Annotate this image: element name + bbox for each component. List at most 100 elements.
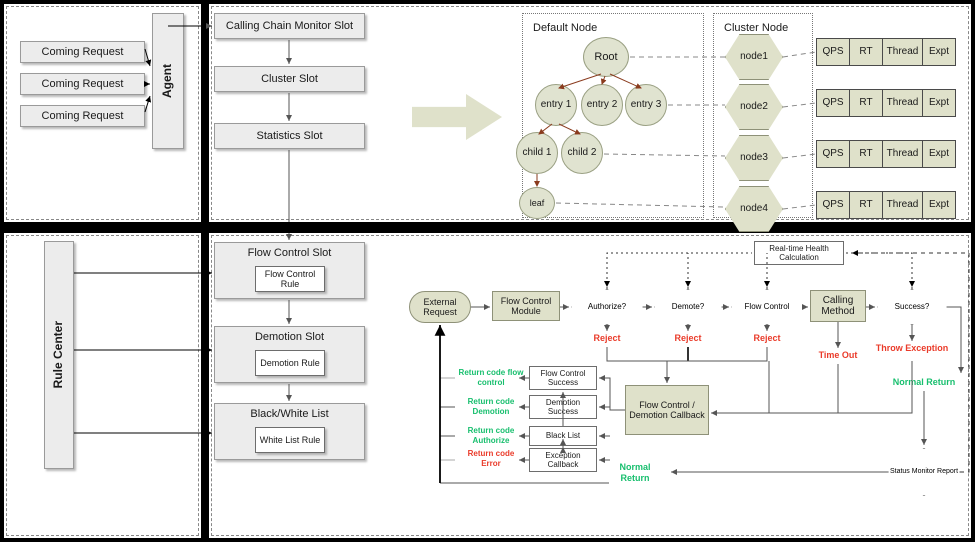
metric-cell-rt: RT	[849, 38, 883, 66]
default-node-title: Default Node	[533, 22, 598, 34]
cluster-node-2-label: node2	[740, 101, 768, 113]
metric-cell-thread-label: Thread	[886, 148, 919, 160]
cluster-node-3: node3	[725, 135, 783, 181]
slot-calling-chain-monitor: Calling Chain Monitor Slot	[214, 13, 365, 39]
metric-row-3: QPS RT Thread Expt	[816, 140, 956, 168]
slot-black-white-list-title: Black/White List	[250, 408, 329, 420]
coming-request-1-label: Coming Request	[41, 45, 124, 58]
health-calculation-node: Real-time Health Calculation	[754, 241, 844, 265]
box-black-list: Black List	[529, 426, 597, 446]
metric-cell-rt: RT	[849, 191, 883, 219]
metric-cell-thread: Thread	[882, 140, 923, 168]
metric-cell-thread-label: Thread	[886, 199, 919, 211]
decision-authorize: Authorize?	[571, 289, 643, 325]
metric-cell-thread: Thread	[882, 38, 923, 66]
metric-cell-thread-label: Thread	[886, 46, 919, 58]
decision-flow-control-label: Flow Control	[744, 301, 790, 311]
rule-center-label: Rule Center	[51, 321, 66, 389]
agent-box: Agent	[152, 13, 184, 149]
metric-cell-qps: QPS	[816, 89, 850, 117]
tree-node-entry2: entry 2	[581, 84, 623, 126]
box-exception-callback-label: Exception Callback	[545, 450, 581, 469]
time-out-label: Time Out	[818, 350, 858, 360]
coming-request-2: Coming Request	[20, 73, 145, 95]
rule-flow-control-label: Flow Control Rule	[264, 268, 316, 289]
metric-cell-expt-label: Expt	[928, 46, 949, 58]
return-code-error: Return code Error	[467, 449, 515, 468]
metric-cell-qps: QPS	[816, 140, 850, 168]
flow-control-module-label: Flow Control Module	[500, 295, 552, 316]
reject-label-flow-control: Reject	[753, 333, 781, 343]
cluster-node-1: node1	[725, 34, 783, 80]
tree-node-root: Root	[583, 37, 629, 77]
cluster-node-title: Cluster Node	[724, 22, 789, 34]
slot-statistics-label: Statistics Slot	[256, 129, 323, 142]
tree-node-leaf-label: leaf	[529, 197, 545, 208]
box-exception-callback: Exception Callback	[529, 448, 597, 472]
metric-cell-rt: RT	[849, 89, 883, 117]
calling-method-node: Calling Method	[810, 290, 866, 322]
external-request-label: External Request	[423, 296, 457, 317]
metric-cell-rt: RT	[849, 140, 883, 168]
normal-return-right-label: Normal Return	[892, 377, 956, 387]
metric-cell-rt-label: RT	[859, 46, 873, 58]
slot-cluster-label: Cluster Slot	[261, 72, 318, 85]
health-calculation-label: Real-time Health Calculation	[769, 243, 829, 262]
rule-white-list: White List Rule	[255, 427, 325, 453]
slot-flow-control-title: Flow Control Slot	[247, 247, 332, 259]
slot-calling-chain-monitor-label: Calling Chain Monitor Slot	[225, 19, 354, 32]
tree-node-entry3-label: entry 3	[630, 99, 662, 111]
box-flow-control-success: Flow Control Success	[529, 366, 597, 390]
coming-request-3-label: Coming Request	[41, 109, 124, 122]
metric-cell-rt-label: RT	[859, 148, 873, 160]
metric-cell-qps: QPS	[816, 191, 850, 219]
decision-authorize-label: Authorize?	[587, 301, 627, 311]
metric-cell-thread: Thread	[882, 191, 923, 219]
metric-cell-thread-label: Thread	[886, 97, 919, 109]
right-block-arrow-icon	[412, 94, 502, 140]
default-node-group: Default Node	[522, 13, 704, 218]
metric-cell-expt: Expt	[922, 89, 956, 117]
box-demotion-success: Demotion Success	[529, 395, 597, 419]
metric-cell-rt-label: RT	[859, 97, 873, 109]
cluster-node-2: node2	[725, 84, 783, 130]
panel-flow-control: Flow Control Slot Flow Control Rule Demo…	[206, 233, 971, 538]
decision-flow-control: Flow Control	[731, 289, 803, 325]
tree-node-entry1: entry 1	[535, 84, 577, 126]
metric-row-4: QPS RT Thread Expt	[816, 191, 956, 219]
rule-demotion: Demotion Rule	[255, 350, 325, 376]
cluster-node-4: node4	[725, 186, 783, 232]
metric-cell-thread: Thread	[882, 89, 923, 117]
metric-row-2: QPS RT Thread Expt	[816, 89, 956, 117]
tree-node-entry1-label: entry 1	[540, 99, 572, 111]
coming-request-3: Coming Request	[20, 105, 145, 127]
metric-cell-expt-label: Expt	[928, 148, 949, 160]
rule-center-connectors	[74, 272, 201, 434]
rule-demotion-label: Demotion Rule	[260, 357, 320, 368]
tree-node-entry2-label: entry 2	[586, 99, 618, 111]
slot-statistics: Statistics Slot	[214, 123, 365, 149]
panel-incoming-requests: Coming Request Coming Request Coming Req…	[4, 4, 201, 222]
tree-node-leaf: leaf	[519, 187, 555, 219]
metric-cell-qps-label: QPS	[822, 97, 844, 109]
reject-label-demote: Reject	[674, 333, 702, 343]
box-black-list-label: Black List	[545, 431, 581, 441]
return-code-authorize: Return code Authorize	[467, 426, 515, 445]
metric-cell-qps-label: QPS	[822, 199, 844, 211]
tree-node-root-label: Root	[594, 50, 618, 63]
calling-method-label: Calling Method	[821, 294, 855, 318]
return-code-flow-control: Return code flow control	[458, 368, 524, 387]
metric-cell-rt-label: RT	[859, 199, 873, 211]
decision-success-label: Success?	[894, 301, 930, 311]
metric-cell-qps-label: QPS	[822, 46, 844, 58]
decision-demote: Demote?	[654, 289, 722, 325]
tree-node-child2: child 2	[561, 132, 603, 174]
external-request-node: External Request	[409, 291, 471, 323]
slot-cluster: Cluster Slot	[214, 66, 365, 92]
cluster-node-4-label: node4	[740, 203, 768, 215]
tree-node-entry3: entry 3	[625, 84, 667, 126]
cluster-node-1-label: node1	[740, 51, 768, 63]
reject-label-authorize: Reject	[593, 333, 621, 343]
return-code-demotion: Return code Demotion	[467, 397, 515, 416]
